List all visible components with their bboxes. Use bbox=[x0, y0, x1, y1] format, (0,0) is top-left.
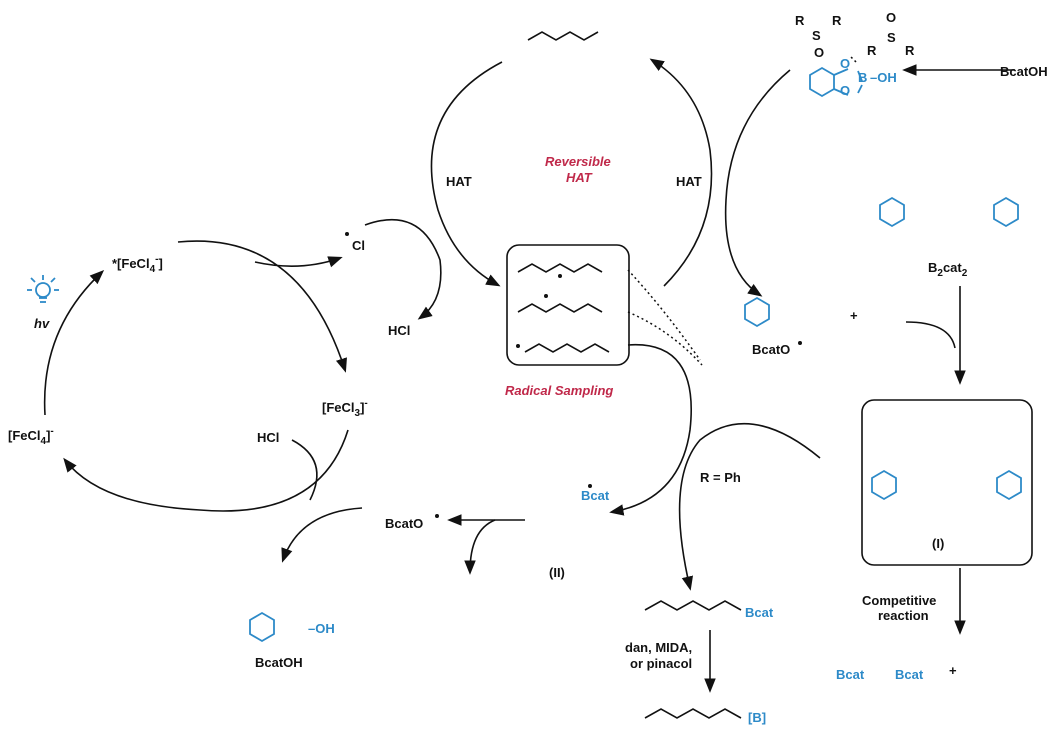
radical-dot-cl bbox=[345, 232, 349, 236]
label-hcl-top: HCl bbox=[388, 323, 410, 338]
product-chain-bcat bbox=[644, 600, 742, 611]
label-intermediate-II: (II) bbox=[549, 565, 565, 580]
hat-cycle bbox=[430, 31, 791, 297]
arrow-hcl-in bbox=[291, 439, 318, 501]
arrow-to-product bbox=[678, 422, 821, 591]
label-hcl-bottom: HCl bbox=[257, 430, 279, 445]
atom-o-2: O bbox=[840, 83, 850, 98]
arrow-to-sulfide bbox=[464, 519, 496, 575]
atom-oh: –OH bbox=[870, 70, 897, 85]
atom-r-free-1: R bbox=[867, 43, 877, 58]
dotted-line-1 bbox=[627, 269, 701, 361]
atom-o-1: O bbox=[840, 56, 850, 71]
arrow-hat-left bbox=[430, 61, 503, 287]
label-hat-left: HAT bbox=[446, 174, 472, 189]
label-fecl3: [FeCl3]- bbox=[322, 398, 368, 419]
radical-dot-3 bbox=[516, 344, 520, 348]
arrow-fe-excited-to-fe3 bbox=[177, 240, 347, 373]
arrow-to-complex-II bbox=[609, 344, 692, 516]
label-cl-radical: Cl bbox=[352, 238, 365, 253]
label-conditions-2: or pinacol bbox=[630, 656, 692, 671]
intermediate-I-box bbox=[861, 399, 1033, 566]
label-reaction: reaction bbox=[878, 608, 929, 623]
arrow-to-bcatoh bbox=[281, 507, 363, 563]
atom-r-free-2: R bbox=[905, 43, 915, 58]
label-bcato-radical-right: BcatO bbox=[752, 342, 790, 357]
dative-bond-1 bbox=[849, 55, 857, 63]
label-hat-right: HAT bbox=[676, 174, 702, 189]
arrow-to-bcato-radical bbox=[724, 69, 791, 297]
label-reversible: Reversible bbox=[545, 154, 611, 169]
radical-3 bbox=[524, 343, 610, 353]
atom-o-sulfoxide: O bbox=[814, 45, 824, 60]
label-product-b: [B] bbox=[748, 710, 766, 725]
atom-o-free: O bbox=[886, 10, 896, 25]
arrow-sulfoxide-merge bbox=[905, 321, 956, 349]
arrow-fe4-to-excited bbox=[43, 270, 105, 416]
label-conditions-1: dan, MIDA, bbox=[625, 640, 692, 655]
label-bcat-complex: Bcat bbox=[581, 488, 610, 503]
arrow-cl-to-hcl bbox=[364, 218, 442, 320]
label-plus-2: + bbox=[949, 663, 957, 678]
bcato-radical-structure bbox=[744, 296, 770, 328]
atom-b: B bbox=[858, 70, 867, 85]
label-bcat-left: Bcat bbox=[836, 667, 865, 682]
label-competitive: Competitive bbox=[862, 593, 936, 608]
b2cat2-structure bbox=[879, 196, 1019, 228]
label-b2cat2: B2cat2 bbox=[928, 260, 968, 279]
bcatoh-bottom-structure bbox=[249, 611, 275, 643]
radical-sampling-box bbox=[506, 244, 630, 366]
catechol-bcatoh-sulfoxide bbox=[809, 66, 863, 98]
radical-dot-bcato bbox=[798, 341, 802, 345]
atom-r-1: R bbox=[795, 13, 805, 28]
atom-s-free: S bbox=[887, 30, 896, 45]
label-fecl4: [FeCl4]- bbox=[8, 426, 54, 447]
label-reversible-hat: HAT bbox=[566, 170, 593, 185]
label-r-equals-ph: R = Ph bbox=[700, 470, 741, 485]
radical-dot-complex bbox=[588, 484, 592, 488]
radical-1 bbox=[517, 263, 603, 273]
label-bcatoh-bottom: BcatOH bbox=[255, 655, 303, 670]
label-plus-1: + bbox=[850, 308, 858, 323]
radical-dot-2 bbox=[544, 294, 548, 298]
arrow-to-cl-radical bbox=[254, 256, 343, 268]
radical-dot-bcato-left bbox=[435, 514, 439, 518]
iron-cycle bbox=[43, 218, 442, 563]
light-bulb-icon bbox=[27, 275, 59, 303]
label-product-bcat: Bcat bbox=[745, 605, 774, 620]
radical-2 bbox=[517, 303, 603, 313]
dotted-line-2 bbox=[627, 311, 703, 366]
label-intermediate-I: (I) bbox=[932, 536, 944, 551]
label-fecl4-excited: *[FeCl4-] bbox=[112, 254, 163, 275]
label-bcatoh-right: BcatOH bbox=[1000, 64, 1048, 79]
arrow-hat-right bbox=[649, 58, 713, 287]
atom-r-2: R bbox=[832, 13, 842, 28]
label-radical-sampling: Radical Sampling bbox=[505, 383, 613, 398]
atom-s-1: S bbox=[812, 28, 821, 43]
label-hv: hv bbox=[34, 316, 50, 331]
label-bcato-radical-left: BcatO bbox=[385, 516, 423, 531]
radical-dot-1 bbox=[558, 274, 562, 278]
alkane-top bbox=[527, 31, 599, 41]
intermediate-I-structure bbox=[871, 469, 1022, 501]
label-oh-bottom: –OH bbox=[308, 621, 335, 636]
product-chain-b bbox=[644, 708, 742, 719]
arrow-fe3-to-fe4 bbox=[63, 429, 349, 512]
label-bcat-right: Bcat bbox=[895, 667, 924, 682]
